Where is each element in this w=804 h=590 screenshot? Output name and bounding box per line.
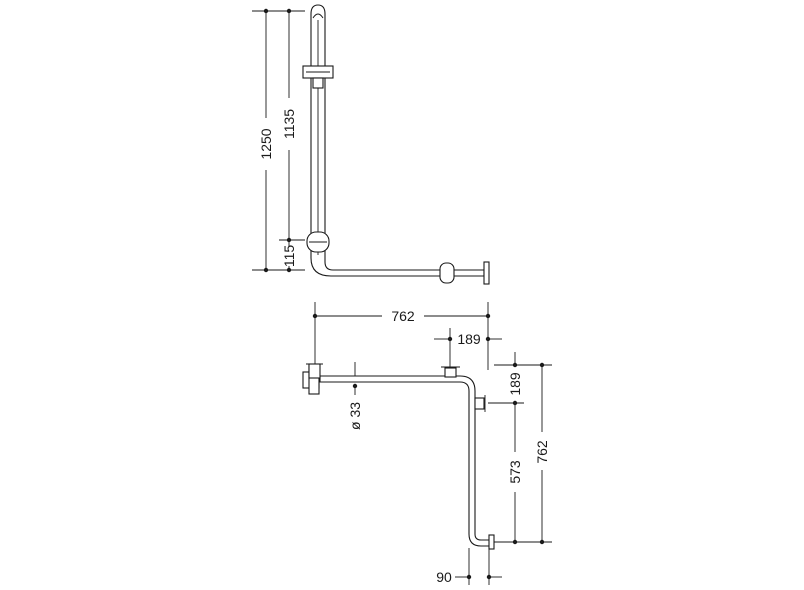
dimension-dot [312,313,318,319]
dimension-dot [286,267,292,273]
top-cap [312,13,324,19]
plan-view: 762 189 762 189 573 ø 33 [302,302,552,585]
dimension-dot [512,539,518,545]
dimension-189-horizontal: 189 [457,331,481,347]
dimension-1250: 1250 [258,128,274,159]
dimension-189-vertical: 189 [507,372,523,396]
dimension-dot [512,362,518,368]
flange-post-side [474,397,485,410]
dimension-dot [539,539,545,545]
dimension-dot [263,8,269,14]
dimension-diameter: ø 33 [347,402,363,430]
corner-rail-tube [319,375,491,547]
dimension-dot [485,313,491,319]
dimension-dot [466,574,472,580]
end-plate-bottom [488,534,495,550]
dimension-dot [485,336,491,342]
end-plate [483,261,490,285]
dimension-115: 115 [281,245,297,268]
dimension-dot [447,336,453,342]
dimension-90: 90 [436,569,452,585]
flange-post-top [444,367,457,378]
dimension-dot [539,362,545,368]
flange-post-left [308,363,321,379]
vertical-rail-tube [310,4,485,277]
dimension-dot [352,383,358,389]
dimension-762-depth: 762 [534,440,550,464]
wall-flange-horizontal [439,262,455,284]
dimension-762-width: 762 [391,308,415,324]
dimension-dot [286,8,292,14]
dimension-1135: 1135 [281,109,297,139]
dimension-dot [486,574,492,580]
dimension-573: 573 [507,460,523,484]
dimension-dot [263,267,269,273]
elevation-view: 1250 1135 115 [252,4,490,285]
dimension-dot [512,400,518,406]
shower-holder-clamp [312,77,324,89]
